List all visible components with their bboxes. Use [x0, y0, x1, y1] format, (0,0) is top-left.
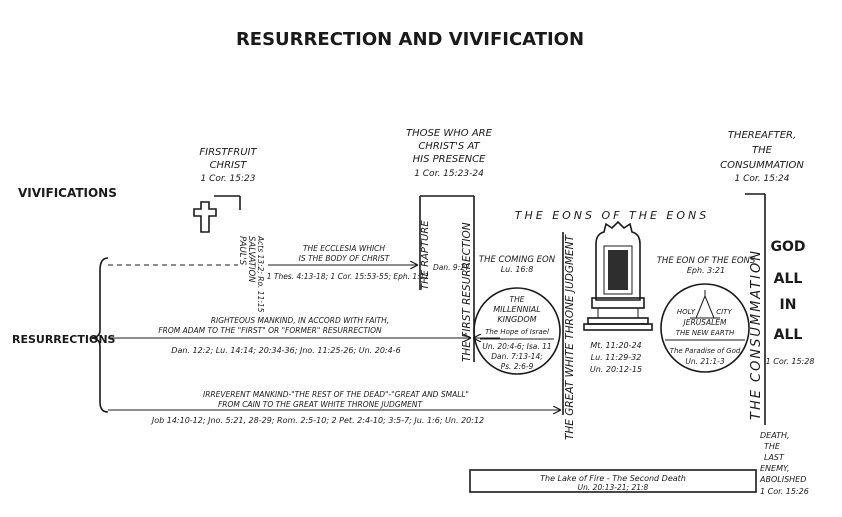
consummation-label: THE CONSUMMATION [749, 249, 764, 420]
resurrections-label: RESURRECTIONS [12, 333, 116, 346]
throne-ref2: Lu. 11:29-32 [591, 353, 642, 362]
christ-label: CHRIST [210, 160, 248, 171]
holy-city-icon [690, 290, 720, 319]
jerusalem-label: JERUSALEM [682, 318, 727, 327]
ecclesia-line2: IS THE BODY OF CHRIST [299, 254, 391, 263]
coming-eon-label: THE COMING EON [479, 255, 556, 265]
kingdom-line3: KINGDOM [497, 315, 536, 324]
new-earth-ref: Un. 21:1-3 [685, 357, 725, 366]
thereafter-line2: THE [752, 145, 773, 156]
kingdom-line4: The Hope of Israel [485, 328, 549, 336]
coming-eon-ref: Lu. 16:8 [501, 265, 534, 274]
paradise-label: The Paradise of God [670, 347, 741, 355]
dan-927: Dan. 9:27 [433, 263, 470, 272]
death-l4: ENEMY, [760, 464, 789, 473]
kingdom-ref2: Dan. 7:13-14; [491, 352, 543, 361]
resurrections-brace [91, 257, 109, 413]
kingdom-line1: THE [510, 295, 525, 304]
eon-of-eons-label: THE EON OF THE EONS [657, 256, 756, 266]
righteous-refs: Dan. 12:2; Lu. 14:14; 20:34-36; Jno. 11:… [171, 346, 400, 355]
lake-line2: Un. 20:13-21; 21:8 [578, 483, 649, 492]
page-title: RESURRECTION AND VIVIFICATION [236, 29, 584, 50]
throne-ref1: Mt. 11:20-24 [590, 341, 641, 350]
eon-of-eons-ref: Eph. 3:21 [687, 266, 725, 275]
righteous-line1: RIGHTEOUS MANKIND, IN ACCORD WITH FAITH, [211, 316, 389, 325]
kingdom-line2: MILLENNIAL [493, 305, 541, 314]
holy-label: HOLY [677, 308, 696, 316]
paul-line2: SALVATION [246, 236, 256, 283]
eons-header: THE EONS OF THE EONS [515, 209, 710, 222]
death-l3: LAST [764, 453, 785, 462]
thereafter-line3: CONSUMMATION [720, 160, 804, 171]
kingdom-ref3: Ps. 2:6-9 [501, 362, 534, 371]
cross-icon [193, 201, 217, 233]
righteous-line2: FROM ADAM TO THE "FIRST" OR "FORMER" RES… [158, 326, 382, 335]
presence-line3: HIS PRESENCE [413, 154, 486, 165]
ecclesia-line1: THE ECCLESIA WHICH [303, 244, 385, 253]
lake-of-fire-box [469, 469, 757, 493]
death-ref: 1 Cor. 15:26 [760, 487, 809, 496]
god-label: GOD [770, 239, 805, 255]
new-earth-label: THE NEW EARTH [676, 329, 735, 337]
new-earth-circle [660, 283, 750, 373]
presence-line2: CHRIST'S AT [418, 141, 480, 152]
firstfruit-ref: 1 Cor. 15:23 [201, 174, 256, 184]
all-label-2: ALL [774, 327, 803, 343]
throne-icon [583, 220, 653, 331]
paul-line1: PAUL'S [237, 236, 247, 266]
irreverent-line1: IRREVERENT MANKIND-"THE REST OF THE DEAD… [203, 390, 469, 399]
rapture-label: THE RAPTURE [420, 220, 431, 290]
millennial-kingdom-circle [473, 287, 561, 375]
death-l2: THE [764, 442, 781, 451]
presence-line1: THOSE WHO ARE [406, 128, 493, 139]
lake-line1: The Lake of Fire - The Second Death [540, 474, 686, 483]
throne-ref3: Un. 20:12-15 [590, 365, 642, 374]
thereafter-ref: 1 Cor. 15:24 [735, 174, 790, 184]
presence-ref: 1 Cor. 15:23-24 [414, 169, 484, 179]
firstfruit-label: FIRSTFRUIT [199, 147, 257, 158]
god-all-ref: 1 Cor. 15:28 [766, 357, 815, 366]
ecclesia-refs: 1 Thes. 4:13-18; 1 Cor. 15:53-55; Eph. 1… [267, 272, 430, 281]
city-label: CITY [716, 308, 732, 316]
first-resurrection-label: THE FIRST RESURRECTION [461, 222, 473, 362]
death-l1: DEATH, [760, 431, 790, 440]
irreverent-line2: FROM CAIN TO THE GREAT WHITE THRONE JUDG… [218, 400, 424, 409]
vivifications-label: VIVIFICATIONS [18, 186, 117, 200]
in-label: IN [780, 297, 797, 313]
all-label-1: ALL [774, 271, 803, 287]
paul-salvation: PAUL'S SALVATION Acts 13:2; Ro. 11:15 [237, 235, 265, 313]
irreverent-refs: Job 14:10-12; Jno. 5:21, 28-29; Rom. 2:5… [150, 416, 484, 425]
kingdom-ref1: Un. 20:4-6; Isa. 11 [482, 342, 551, 351]
thereafter-line1: THEREAFTER, [728, 130, 796, 141]
death-l5: ABOLISHED [759, 475, 806, 484]
paul-ref: Acts 13:2; Ro. 11:15 [256, 235, 265, 313]
great-white-throne-label: THE GREAT WHITE THRONE JUDGMENT [564, 233, 576, 440]
